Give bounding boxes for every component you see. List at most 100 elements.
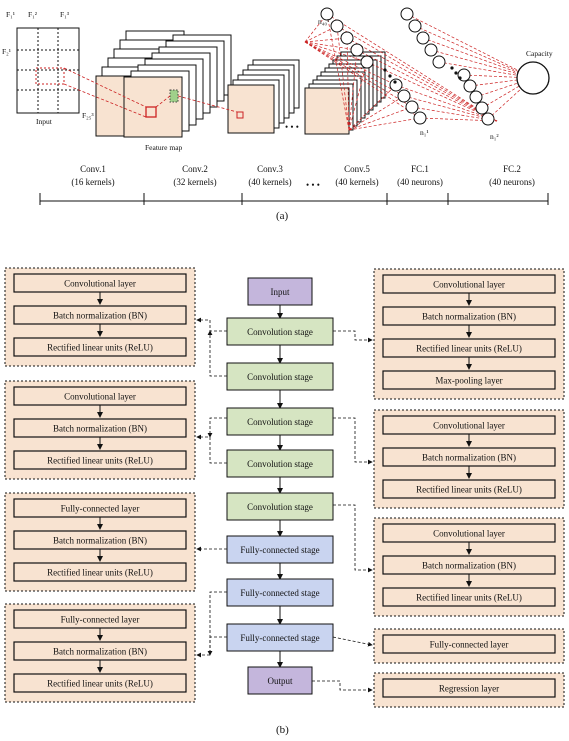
neuron-label-n1-1: n₁¹ [420,128,429,137]
layer-block [13,337,187,357]
layer-label: Rectified linear units (ReLU) [47,456,153,466]
neuron-label-n40: n₄₀¹ [318,17,329,26]
timeline-ellipsis: • • • [306,180,320,190]
stage-detail: (40 kernels) [335,177,378,187]
center-block-label: Convolution stage [247,372,313,382]
stage-detail: (40 neurons) [397,177,443,187]
fc1-neuron [320,7,334,21]
center-block-label: Convolution stage [247,502,313,512]
stage-name: Conv.1 [80,164,106,174]
fc1-neuron [389,78,403,92]
layer-label: Convolutional layer [64,279,136,289]
center-block-label: Convolution stage [247,459,313,469]
conv3-feature-stack [227,59,300,134]
fc2-neuron [463,79,477,93]
stage-name: FC.2 [503,164,521,174]
feature-map-label: Feature map [145,143,183,152]
stage-name: Conv.5 [344,164,370,174]
projection-lines [63,67,238,118]
filter-label-f21: F₂¹ [2,47,11,56]
layer-block [13,673,187,693]
conv3-kernel-window [236,111,244,119]
layer-label: Batch normalization (BN) [53,647,147,657]
conv2-feature-stack [123,34,232,138]
input-label: Input [36,117,53,126]
stack-ellipsis: • • • [285,122,299,132]
layer-block [382,370,556,390]
stage-name: FC.1 [411,164,429,174]
conv-stage-block [226,492,334,521]
fc2-neuron [475,101,489,115]
layer-label: Fully-connected layer [430,640,509,650]
fc2-ellipsis-dot [454,71,458,75]
conv-stage-block [226,317,334,346]
layer-block [382,634,556,654]
layer-block [13,562,187,582]
center-block-label: Convolution stage [247,327,313,337]
fc-neurons [304,7,534,131]
layer-label: Convolutional layer [433,529,505,539]
layer-label: Batch normalization (BN) [422,312,516,322]
fc1-neuron [350,43,364,57]
conv-stage-block [226,362,334,391]
capacity-output-neuron [516,61,550,95]
layer-label: Batch normalization (BN) [422,453,516,463]
stage-detail: (40 neurons) [489,177,535,187]
capacity-label: Capacity [526,49,553,58]
fc2-neuron [400,7,414,21]
fc2-ellipsis-dot [450,66,454,70]
fc2-ellipsis-dot [458,76,462,80]
center-block-label: Input [271,287,290,297]
center-block-label: Fully-connected stage [240,588,319,598]
conv1-kernel-window [145,106,157,118]
conv-stage-block [226,449,334,478]
stage-name: Conv.2 [182,164,208,174]
layer-label: Batch normalization (BN) [53,536,147,546]
fc2-neuron [432,55,446,69]
filter-label-f13: F₁³ [60,10,70,19]
fc2-neuron [416,31,430,45]
conv5-map [304,87,350,135]
filter-label-f12: F₁² [28,10,38,19]
layer-label: Rectified linear units (ReLU) [416,344,522,354]
stage-detail: (32 kernels) [173,177,216,187]
layer-label: Rectified linear units (ReLU) [416,485,522,495]
layer-label: Rectified linear units (ReLU) [416,593,522,603]
conv-stage-block [226,407,334,436]
fc1-neuron [397,89,411,103]
layer-label: Rectified linear units (ReLU) [47,568,153,578]
layer-label: Batch normalization (BN) [53,311,147,321]
layer-block [382,479,556,499]
neuron-label-n1-2: n₁² [490,132,499,141]
layer-label: Fully-connected layer [61,615,140,625]
fc1-ellipsis-dot [388,74,392,78]
stage-connectors [196,317,373,693]
fc2-neuron [424,43,438,57]
fc1-ellipsis-dot [383,68,387,72]
layer-label: Fully-connected layer [61,504,140,514]
fc1-neuron [405,100,419,114]
layer-label: Rectified linear units (ReLU) [47,343,153,353]
center-block-label: Fully-connected stage [240,545,319,555]
stage-timeline: Conv.1(16 kernels)Conv.2(32 kernels)Conv… [39,164,549,205]
fc2-neuron [408,19,422,33]
fc2-neuron [481,112,495,126]
filter-label-f253: F₂₅³ [82,111,94,120]
center-block-label: Output [267,676,293,686]
layer-block [382,587,556,607]
stage-name: Conv.3 [257,164,283,174]
part-a: F₁¹ F₁² F₁³ F₂¹ F₂₅³ Input Feature map •… [2,7,553,222]
fc-stage-block [226,623,334,652]
stage-detail: (40 kernels) [248,177,291,187]
layer-label: Convolutional layer [64,392,136,402]
layer-block [13,450,187,470]
layer-block [382,678,556,698]
center-block-label: Convolution stage [247,417,313,427]
io-block [247,277,313,306]
fc-stage-block [226,535,334,564]
conv2-kernel-window [169,89,179,103]
fc2-neuron [469,90,483,104]
layer-label: Max-pooling layer [435,376,502,386]
